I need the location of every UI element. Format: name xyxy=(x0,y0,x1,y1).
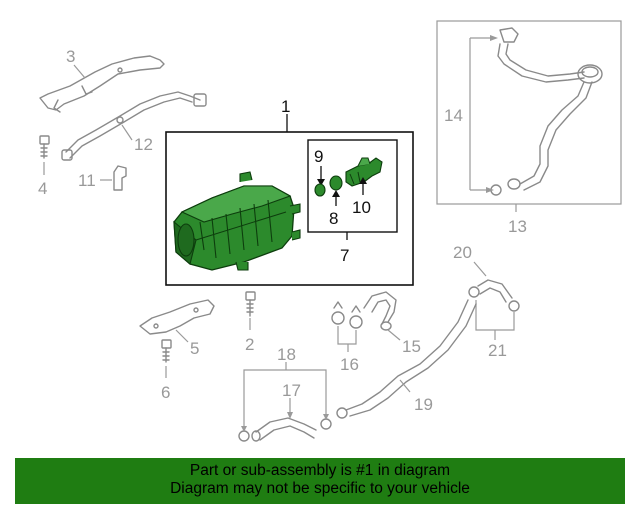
bracket-part-3[interactable] xyxy=(39,55,165,113)
callout-8: 8 xyxy=(329,209,338,228)
leader-12 xyxy=(121,124,133,141)
callout-5: 5 xyxy=(190,339,199,358)
callout-4: 4 xyxy=(38,179,47,198)
callout-1: 1 xyxy=(281,97,290,116)
leader-16 xyxy=(337,326,357,345)
hose-part-19[interactable] xyxy=(336,299,477,419)
leader-18 xyxy=(243,369,327,428)
leader-15 xyxy=(387,329,401,341)
callout-6: 6 xyxy=(161,383,170,402)
hose-part-20[interactable] xyxy=(468,279,520,312)
oring-part-9[interactable] xyxy=(314,183,326,197)
bolt-part-4[interactable] xyxy=(39,135,50,159)
leader-19 xyxy=(399,379,411,393)
leader-20 xyxy=(473,261,487,277)
clamp-part-18-a[interactable] xyxy=(238,430,250,442)
callout-13: 13 xyxy=(508,217,527,236)
callout-7: 7 xyxy=(340,246,349,265)
hose-part-17[interactable] xyxy=(251,417,317,442)
callout-21: 21 xyxy=(488,341,507,360)
valve-kit-frame-part-7 xyxy=(307,139,398,233)
arrow-18-left xyxy=(241,426,247,432)
clamp-part-16-b[interactable] xyxy=(349,305,363,329)
bolt-part-2[interactable] xyxy=(245,291,256,317)
arrow-8 xyxy=(332,190,340,197)
arrow-9 xyxy=(317,179,325,186)
leader-21 xyxy=(475,300,515,331)
banner-line-2: Diagram may not be specific to your vehi… xyxy=(170,480,470,497)
purge-valve-part-10[interactable] xyxy=(345,157,383,187)
harness-part-12[interactable] xyxy=(61,91,207,161)
callout-17: 17 xyxy=(282,381,301,400)
leader-3 xyxy=(73,64,86,79)
arrow-14-top xyxy=(490,35,498,41)
banner-line-1: Part or sub-assembly is #1 in diagram xyxy=(189,462,451,479)
callout-18: 18 xyxy=(277,345,296,364)
callout-3: 3 xyxy=(66,47,75,66)
arrow-14-bottom xyxy=(486,187,494,193)
leader-5 xyxy=(175,329,189,343)
vapor-hose-part-13[interactable] xyxy=(490,27,603,196)
callout-20: 20 xyxy=(453,243,472,262)
seal-part-8[interactable] xyxy=(329,175,343,191)
hose-part-15[interactable] xyxy=(363,291,397,331)
hose-assembly-frame-part-13 xyxy=(436,20,622,205)
callout-15: 15 xyxy=(402,337,421,356)
callout-10: 10 xyxy=(352,198,371,217)
callout-11: 11 xyxy=(78,171,96,190)
callout-2: 2 xyxy=(245,335,254,354)
callout-19: 19 xyxy=(414,395,433,414)
callout-14: 14 xyxy=(444,106,463,125)
clamp-part-16-a[interactable] xyxy=(331,301,345,325)
clip-part-11[interactable] xyxy=(113,165,127,191)
evap-canister-part-1[interactable] xyxy=(173,171,301,271)
info-banner: Part or sub-assembly is #1 in diagram Di… xyxy=(15,458,625,504)
arrow-17 xyxy=(287,412,293,419)
clamp-part-18-b[interactable] xyxy=(320,418,332,430)
callout-12: 12 xyxy=(134,135,153,154)
callout-16: 16 xyxy=(340,355,359,374)
arrow-18-right xyxy=(323,414,329,420)
arrow-10 xyxy=(359,177,367,184)
bolt-part-6[interactable] xyxy=(161,339,172,363)
leader-14 xyxy=(469,37,492,191)
bracket-part-5[interactable] xyxy=(139,299,215,335)
assembly-frame-part-1 xyxy=(165,131,414,286)
callout-9: 9 xyxy=(314,147,323,166)
